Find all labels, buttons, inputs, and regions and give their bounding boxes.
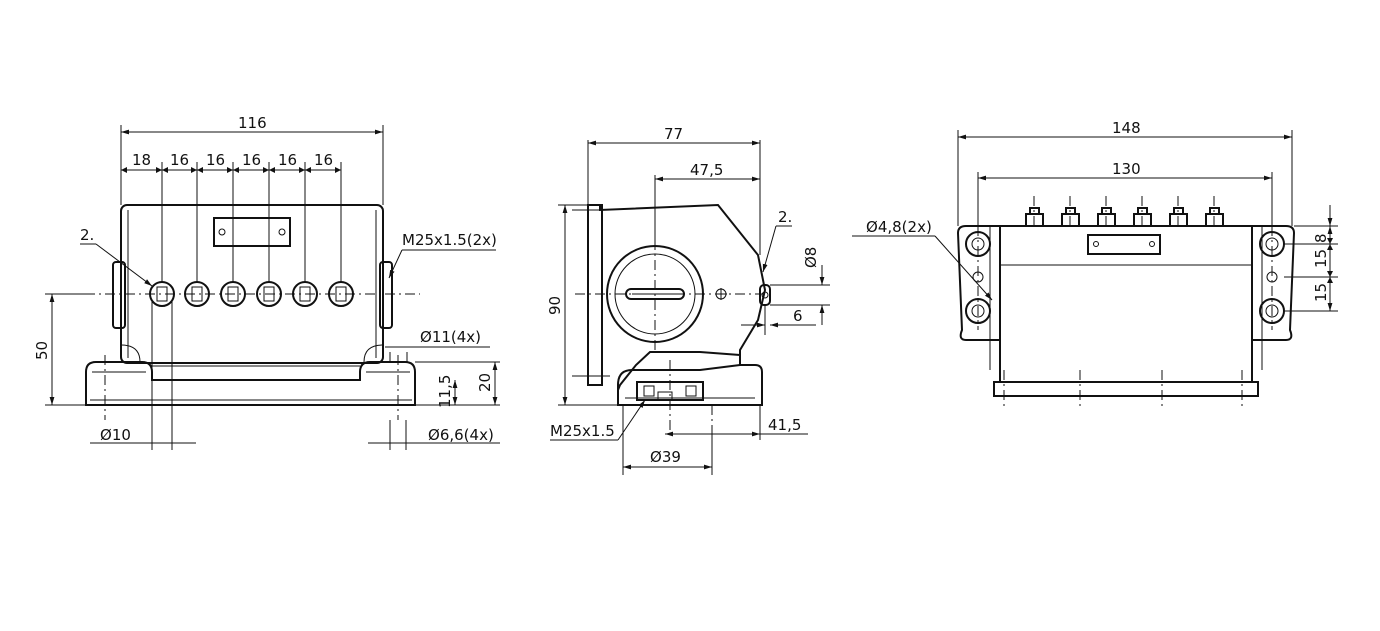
hole-small-front: Ø6,6(4x) [428, 426, 494, 444]
spacing-3: 16 [206, 151, 225, 169]
top-view: 148 130 Ø4,8(2x) 8 15 15 [852, 119, 1338, 410]
height-base: 20 [476, 373, 494, 392]
depth-step: 11,5 [436, 375, 454, 408]
front-view: 116 18 16 16 16 16 16 2. M25x1.5(2x) Ø11… [33, 114, 500, 450]
spacing-5: 16 [278, 151, 297, 169]
diameter-39: Ø39 [650, 448, 681, 466]
label-2-side: 2. [778, 208, 792, 226]
side-view: 77 47,5 90 2. Ø8 6 M25x1.5 Ø39 [546, 125, 830, 475]
dim-47-5: 47,5 [690, 161, 723, 179]
spacing-4: 16 [242, 151, 261, 169]
thread-side: M25x1.5 [550, 422, 615, 440]
spacing-1: 18 [132, 151, 151, 169]
dim-116: 116 [238, 114, 267, 132]
height-total: 50 [33, 341, 51, 360]
hole-large-front: Ø11(4x) [420, 328, 481, 346]
top-knobs [1025, 207, 1224, 226]
diameter-10: Ø10 [100, 426, 131, 444]
label-2-front: 2. [80, 226, 94, 244]
dim-148: 148 [1112, 119, 1141, 137]
dim-77: 77 [664, 125, 683, 143]
dim-130: 130 [1112, 160, 1141, 178]
spacing-6: 16 [314, 151, 333, 169]
hole-top: Ø4,8(2x) [866, 218, 932, 236]
dim-15b-top: 15 [1312, 283, 1330, 302]
dim-8-top: 8 [1312, 233, 1330, 243]
thread-front: M25x1.5(2x) [402, 231, 497, 249]
dim-41-5: 41,5 [768, 416, 801, 434]
diameter-8: Ø8 [802, 247, 820, 268]
dim-6: 6 [793, 307, 803, 325]
height-90: 90 [546, 296, 564, 315]
dim-15a-top: 15 [1312, 249, 1330, 268]
spacing-2: 16 [170, 151, 189, 169]
